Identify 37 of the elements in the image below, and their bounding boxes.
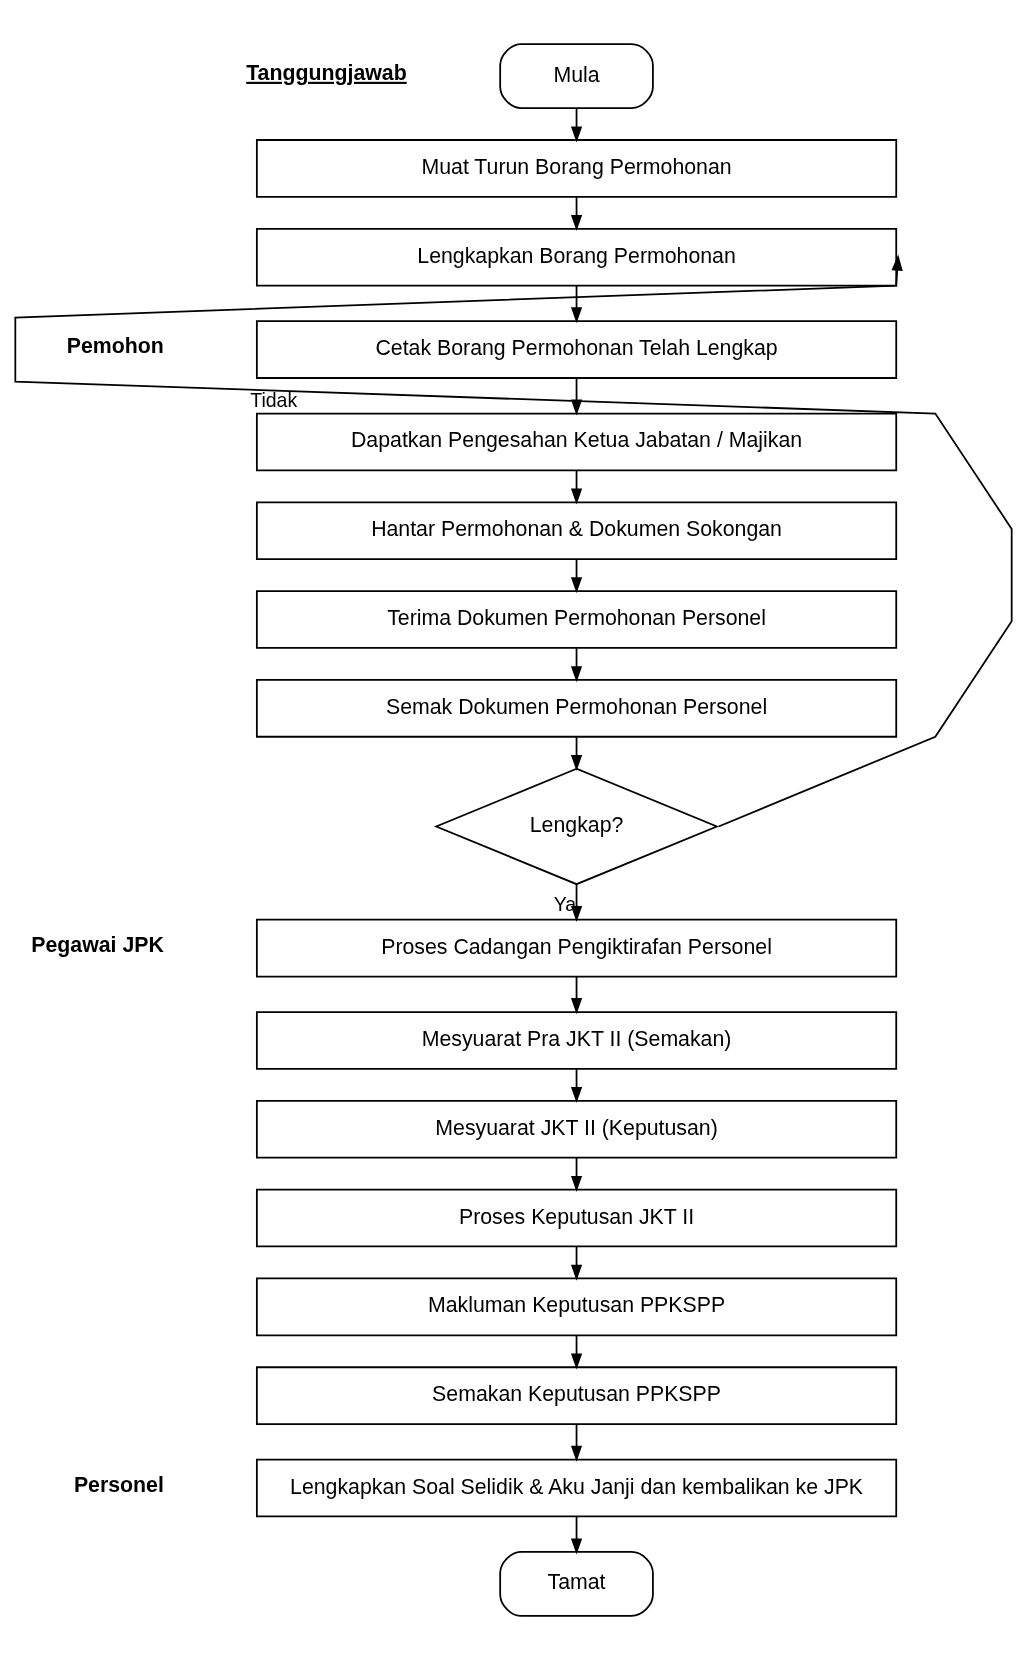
arrow	[570, 558, 583, 594]
arrow	[570, 975, 583, 1015]
label: Pegawai JPK	[31, 932, 164, 957]
arrow	[570, 1515, 583, 1555]
edge-label: Tidak	[250, 388, 298, 411]
arrow	[570, 736, 583, 772]
node-box: Makluman Keputusan PPKSPP	[255, 1277, 898, 1337]
arrow	[570, 647, 583, 683]
node-box: Cetak Borang Permohonan Telah Lengkap	[255, 320, 898, 379]
node-box: Terima Dokumen Permohonan Personel	[255, 590, 898, 649]
arrow	[570, 107, 583, 143]
node-box: Mula	[499, 43, 654, 109]
node-box: Semak Dokumen Permohonan Personel	[255, 679, 898, 738]
node-box: Hantar Permohonan & Dokumen Sokongan	[255, 501, 898, 561]
node-box: Proses Keputusan JKT II	[255, 1188, 898, 1248]
node-diamond: Lengkap?	[433, 767, 720, 886]
node-box: Tamat	[499, 1551, 654, 1617]
label: Pemohon	[66, 334, 164, 359]
arrow	[570, 1334, 583, 1370]
arrow	[570, 196, 583, 232]
label: Tanggungjawab	[246, 60, 407, 85]
node-box: Muat Turun Borang Permohonan	[255, 139, 898, 198]
node-box: Mesyuarat JKT II (Keputusan)	[255, 1099, 898, 1159]
node-box: Mesyuarat Pra JKT II (Semakan)	[255, 1011, 898, 1070]
node-box: Proses Cadangan Pengiktirafan Personel	[255, 918, 898, 978]
arrow	[570, 469, 583, 505]
node-box: Semakan Keputusan PPKSPP	[255, 1366, 898, 1425]
node-box: Lengkapkan Soal Selidik & Aku Janji dan kembalikan ke JPK	[255, 1458, 898, 1518]
label: Personel	[73, 1472, 164, 1497]
arrow	[570, 1068, 583, 1104]
node-box: Dapatkan Pengesahan Ketua Jabatan / Majikan	[255, 412, 898, 472]
arrow	[570, 284, 583, 324]
node-box: Lengkapkan Borang Permohonan	[255, 227, 898, 287]
arrow	[14, 254, 1013, 828]
arrow	[570, 1157, 583, 1192]
arrow	[570, 1245, 583, 1281]
arrow	[570, 1423, 583, 1462]
